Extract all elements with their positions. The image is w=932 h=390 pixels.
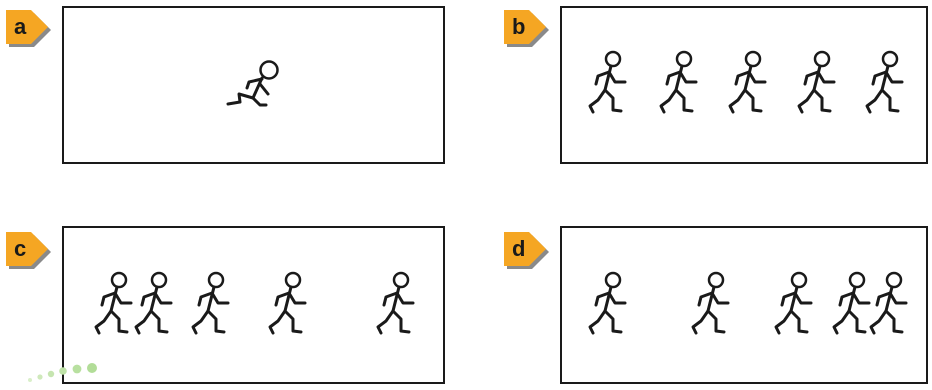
runner-figure-icon bbox=[773, 271, 817, 339]
runner-figure-icon bbox=[587, 271, 631, 339]
arrow-tag-icon bbox=[502, 8, 550, 50]
runner-figure-icon bbox=[727, 50, 771, 118]
panel-c-label: c bbox=[14, 238, 26, 260]
runner-figure-icon bbox=[868, 271, 912, 339]
panel-a-tag: a bbox=[4, 8, 52, 50]
decorative-dots-icon bbox=[0, 358, 110, 390]
crouching-figure-icon bbox=[220, 58, 284, 118]
runner-figure-icon bbox=[375, 271, 419, 339]
runner-figure-icon bbox=[133, 271, 177, 339]
panel-b-label: b bbox=[512, 16, 525, 38]
arrow-tag-icon bbox=[4, 8, 52, 50]
runner-figure-icon bbox=[864, 50, 908, 118]
panel-d-tag: d bbox=[502, 230, 550, 272]
arrow-tag-icon bbox=[502, 230, 550, 272]
panel-b-tag: b bbox=[502, 8, 550, 50]
runner-figure-icon bbox=[93, 271, 137, 339]
panel-d-label: d bbox=[512, 238, 525, 260]
runner-figure-icon bbox=[267, 271, 311, 339]
runner-figure-icon bbox=[587, 50, 631, 118]
panel-a-label: a bbox=[14, 16, 26, 38]
panel-c-tag: c bbox=[4, 230, 52, 272]
runner-figure-icon bbox=[690, 271, 734, 339]
runner-figure-icon bbox=[658, 50, 702, 118]
runner-figure-icon bbox=[190, 271, 234, 339]
runner-figure-icon bbox=[796, 50, 840, 118]
arrow-tag-icon bbox=[4, 230, 52, 272]
